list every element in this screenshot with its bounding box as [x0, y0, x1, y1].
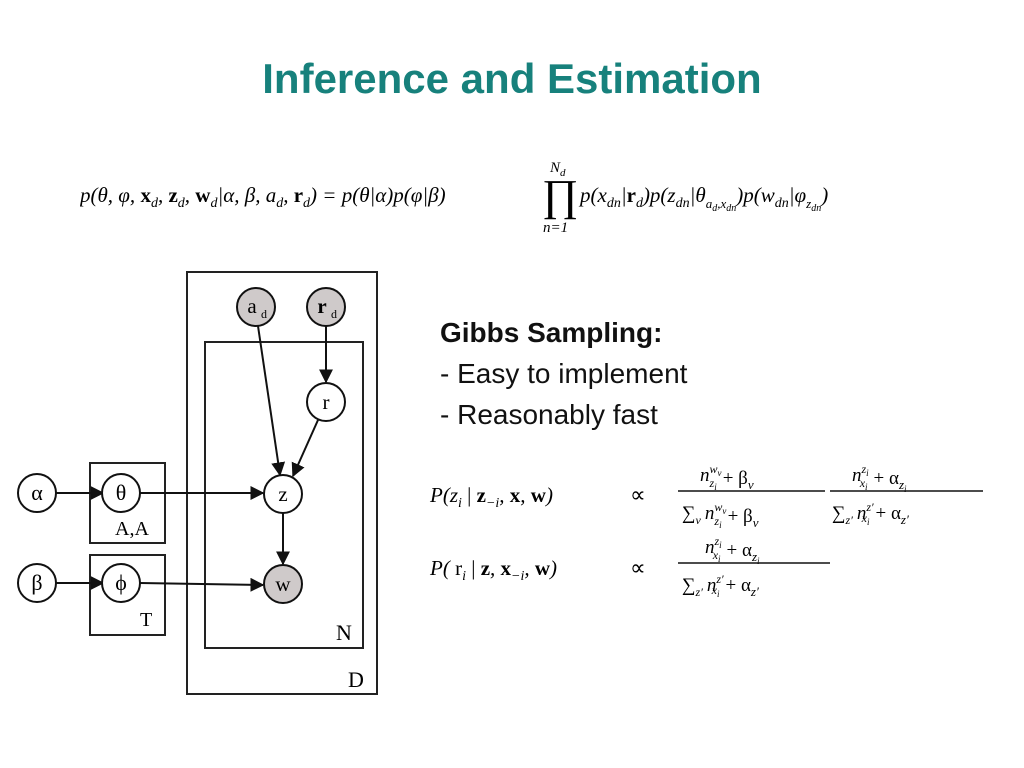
svg-text:n=1: n=1	[543, 220, 568, 236]
rd-subscript: d	[331, 307, 337, 321]
w-node: w	[263, 564, 303, 604]
propto-2: ∝	[630, 555, 646, 580]
gibbs-point-1: - Easy to implement	[440, 358, 688, 389]
ad-node: a d	[236, 287, 276, 327]
plate-aa	[89, 462, 166, 544]
beta-node: β	[17, 563, 57, 603]
plate-aa-label: A,A	[115, 518, 149, 540]
z-node: z	[263, 474, 303, 514]
r-label: r	[323, 390, 330, 414]
theta-label: θ	[116, 480, 127, 505]
plate-d	[186, 271, 378, 695]
plate-t-label: T	[140, 609, 152, 631]
gibbs-point-2: - Reasonably fast	[440, 399, 658, 430]
joint-probability-equation: p(θ, φ, xd, zd, wd|α, β, ad, rd) = p(θ|α…	[80, 160, 828, 236]
w-label: w	[275, 572, 291, 596]
beta-label: β	[31, 570, 42, 595]
svg-text:P( ri | z, x−i, w): P( ri | z, x−i, w)	[429, 556, 557, 584]
graphical-model-diagram: A,A T N D α β θ ϕ a d r d r z	[17, 271, 378, 695]
svg-text:∏: ∏	[542, 171, 578, 220]
svg-text:p(xdn|rd)p(zdn|θad,xdn)p(wdn|φ: p(xdn|rd)p(zdn|θad,xdn)p(wdn|φzdn)	[578, 183, 828, 214]
slide-title: Inference and Estimation	[262, 55, 762, 102]
phi-label: ϕ	[115, 570, 127, 595]
alpha-node: α	[17, 473, 57, 513]
plate-d-label: D	[348, 667, 364, 692]
r-node: r	[306, 382, 346, 422]
ad-subscript: d	[261, 307, 267, 321]
phi-node: ϕ	[101, 563, 141, 603]
gibbs-heading: Gibbs Sampling:	[440, 317, 663, 348]
ad-label: a	[247, 294, 257, 318]
svg-text:∑z′nz′xi+ αz′: ∑z′nz′xi+ αz′	[832, 500, 909, 527]
alpha-label: α	[31, 480, 43, 505]
plate-t	[89, 554, 166, 636]
plate-n-label: N	[336, 620, 352, 645]
rd-label: r	[317, 294, 326, 318]
svg-text:P(zi | z−i, x, w): P(zi | z−i, x, w)	[429, 483, 553, 511]
propto-1: ∝	[630, 482, 646, 507]
gibbs-sampling-notes: Gibbs Sampling: - Easy to implement - Re…	[440, 312, 687, 435]
rd-node: r d	[306, 287, 346, 327]
svg-text:∑z′nz′xi+ αz′: ∑z′nz′xi+ αz′	[682, 572, 759, 599]
z-label: z	[278, 482, 287, 506]
theta-node: θ	[101, 473, 141, 513]
svg-text:p(θ, φ, xd, zd, wd|α, β, ad, r: p(θ, φ, xd, zd, wd|α, β, ad, rd) = p(θ|α…	[80, 183, 446, 211]
plate-n	[204, 341, 364, 649]
